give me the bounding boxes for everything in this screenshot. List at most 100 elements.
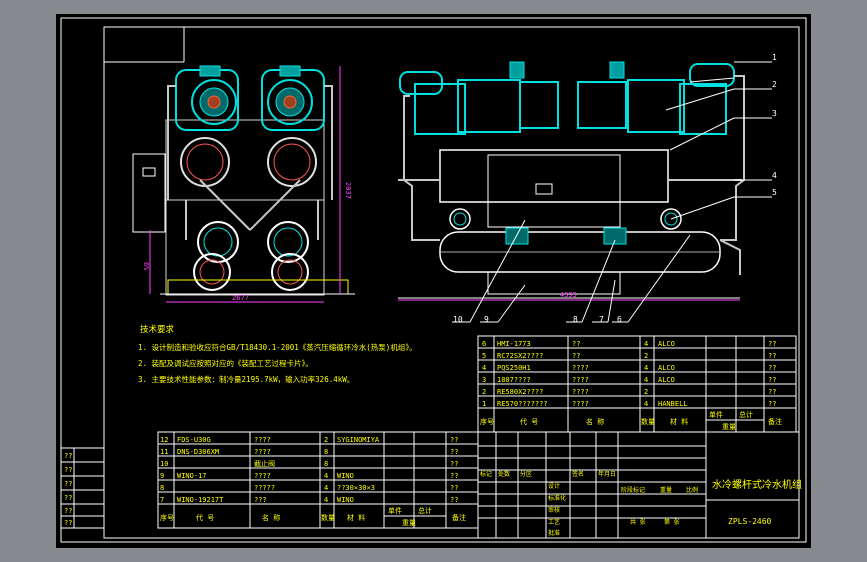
outer-frame (60, 17, 807, 543)
technical-notes: 技术要求 1. 设计制造和验收应符合GB/T18430.1-2001《蒸汽压缩循… (138, 324, 417, 384)
bom_right-row-4-code: RE580X2???? (497, 388, 543, 396)
svg-text:标准化: 标准化 (548, 494, 566, 502)
bom_right-row-2-code: PQS250H1 (497, 364, 531, 372)
left-strip-cells: ???????????? (64, 452, 72, 527)
bom_right-row-1-code: RC72SX2???? (497, 352, 543, 360)
control-box (132, 153, 166, 233)
svg-text:名 称: 名 称 (262, 513, 280, 522)
svg-text:年月日: 年月日 (598, 470, 616, 478)
svg-text:设计: 设计 (548, 482, 560, 490)
side-compressor-left (399, 61, 559, 135)
bom_right-row-3-note: ?? (768, 376, 776, 384)
bom_left-row-5-code: WINO-19217T (177, 496, 224, 504)
bom_left-row-0-material: SYGINOMIYA (337, 436, 380, 444)
bom_right-row-4-qty: 2 (644, 388, 648, 396)
bom-left-header: 序号 代 号 名 称 数量 材 料 单件 总计 重量 备注 (160, 506, 466, 527)
svg-text:签名: 签名 (572, 470, 584, 478)
svg-text:阶段标记: 阶段标记 (621, 486, 645, 494)
bom_right-row-2-qty: 4 (644, 364, 648, 372)
strip-cell-4: ?? (64, 507, 72, 515)
compressor-left (175, 65, 239, 131)
balloon-3: 3 (772, 109, 777, 118)
svg-text:总计: 总计 (739, 410, 753, 419)
svg-text:数量: 数量 (641, 417, 655, 426)
bom_right-row-2-no: 4 (482, 364, 486, 372)
bom_right-row-4-no: 2 (482, 388, 486, 396)
balloon-7: 7 (599, 315, 604, 324)
bom_left-row-4-no: 8 (160, 484, 164, 492)
bom_right-row-1-qty: 2 (644, 352, 648, 360)
front-piping (167, 85, 333, 240)
svg-text:分区: 分区 (520, 470, 532, 478)
svg-text:材 料: 材 料 (347, 513, 365, 522)
title-block-labels: 阶段标记 重量 比例 设计 标准化 审核 工艺 批准 共 张 第 张 标记 处数… (480, 470, 698, 537)
shell-heads (193, 221, 309, 291)
bom_left-row-2-name: 截止阀 (254, 459, 275, 468)
notes-line-2: 2. 装配及调试应按照对应的《装配工艺过程卡片》。 (138, 358, 313, 368)
compressor-right (261, 65, 325, 131)
balloon-5: 5 (772, 188, 777, 197)
strip-cell-0: ?? (64, 452, 72, 460)
bom_right-row-2-material: ALCO (658, 364, 675, 372)
drawing-title: 水冷螺杆式冷水机组 (712, 478, 802, 491)
bom_right-row-2-note: ?? (768, 364, 776, 372)
bom_right-row-3-material: ALCO (658, 376, 675, 384)
notes-line-1: 1. 设计制造和验收应符合GB/T18430.1-2001《蒸汽压缩循环冷水(热… (138, 342, 417, 352)
svg-text:比例: 比例 (686, 486, 698, 494)
bom_right-row-5-qty: 4 (644, 400, 648, 408)
side-width-dim: 4393 (560, 291, 577, 299)
svg-text:名 称: 名 称 (586, 417, 604, 426)
bom_left-row-1-name: ???? (254, 448, 271, 456)
side-piping (398, 75, 745, 275)
svg-text:总计: 总计 (418, 506, 432, 515)
balloon-8: 8 (573, 315, 578, 324)
svg-text:标记: 标记 (480, 470, 492, 478)
bom_right-row-5-no: 1 (482, 400, 486, 408)
svg-text:序号: 序号 (160, 513, 174, 522)
bom_left-row-4-note: ?? (450, 484, 458, 492)
bom_right-row-0-name: ?? (572, 340, 580, 348)
strip-cell-1: ?? (64, 466, 72, 474)
title-block (477, 431, 800, 539)
bom_left-row-4-name: ????? (254, 484, 275, 492)
bom_right-row-1-note: ?? (768, 352, 776, 360)
bom_left-row-1-no: 11 (160, 448, 168, 456)
bom_right-row-0-no: 6 (482, 340, 486, 348)
svg-text:单件: 单件 (709, 410, 723, 419)
bom_left-row-3-material: WINO (337, 472, 354, 480)
bom_left-row-2-no: 10 (160, 460, 168, 468)
bom_right-row-3-code: 1807???? (497, 376, 531, 384)
bom_left-row-2-note: ?? (450, 460, 458, 468)
balloon-4: 4 (772, 171, 777, 180)
bom_left-row-5-qty: 4 (324, 496, 328, 504)
strip-cell-5: ?? (64, 519, 72, 527)
svg-text:第 张: 第 张 (664, 518, 680, 526)
bom_left-row-0-qty: 2 (324, 436, 328, 444)
bom_right-row-1-name: ?? (572, 352, 580, 360)
svg-text:备注: 备注 (452, 513, 466, 522)
svg-text:序号: 序号 (480, 417, 494, 426)
svg-text:材 料: 材 料 (670, 417, 688, 426)
bom_right-row-0-code: HMI-1773 (497, 340, 531, 348)
inner-frame (103, 26, 800, 539)
bom_left-row-3-qty: 4 (324, 472, 328, 480)
bom_left-row-3-no: 9 (160, 472, 164, 480)
bom_left-row-5-material: WINO (337, 496, 354, 504)
bom_left-row-4-qty: 4 (324, 484, 328, 492)
svg-text:单件: 单件 (388, 506, 402, 515)
bom_right-row-0-qty: 4 (644, 340, 648, 348)
svg-text:代 号: 代 号 (196, 513, 214, 522)
bom_right-row-0-note: ?? (768, 340, 776, 348)
bom_right-row-1-no: 5 (482, 352, 486, 360)
part-balloons (452, 61, 772, 323)
bom_left-row-4-material: ??30×30×3 (337, 484, 375, 492)
bom_right-row-2-name: ???? (572, 364, 589, 372)
balloon-6: 6 (617, 315, 622, 324)
balloon-2: 2 (772, 80, 777, 89)
bom_right-row-0-material: ALCO (658, 340, 675, 348)
bom_right-row-4-note: ?? (768, 388, 776, 396)
svg-text:数量: 数量 (321, 513, 335, 522)
balloon-1: 1 (772, 53, 777, 62)
